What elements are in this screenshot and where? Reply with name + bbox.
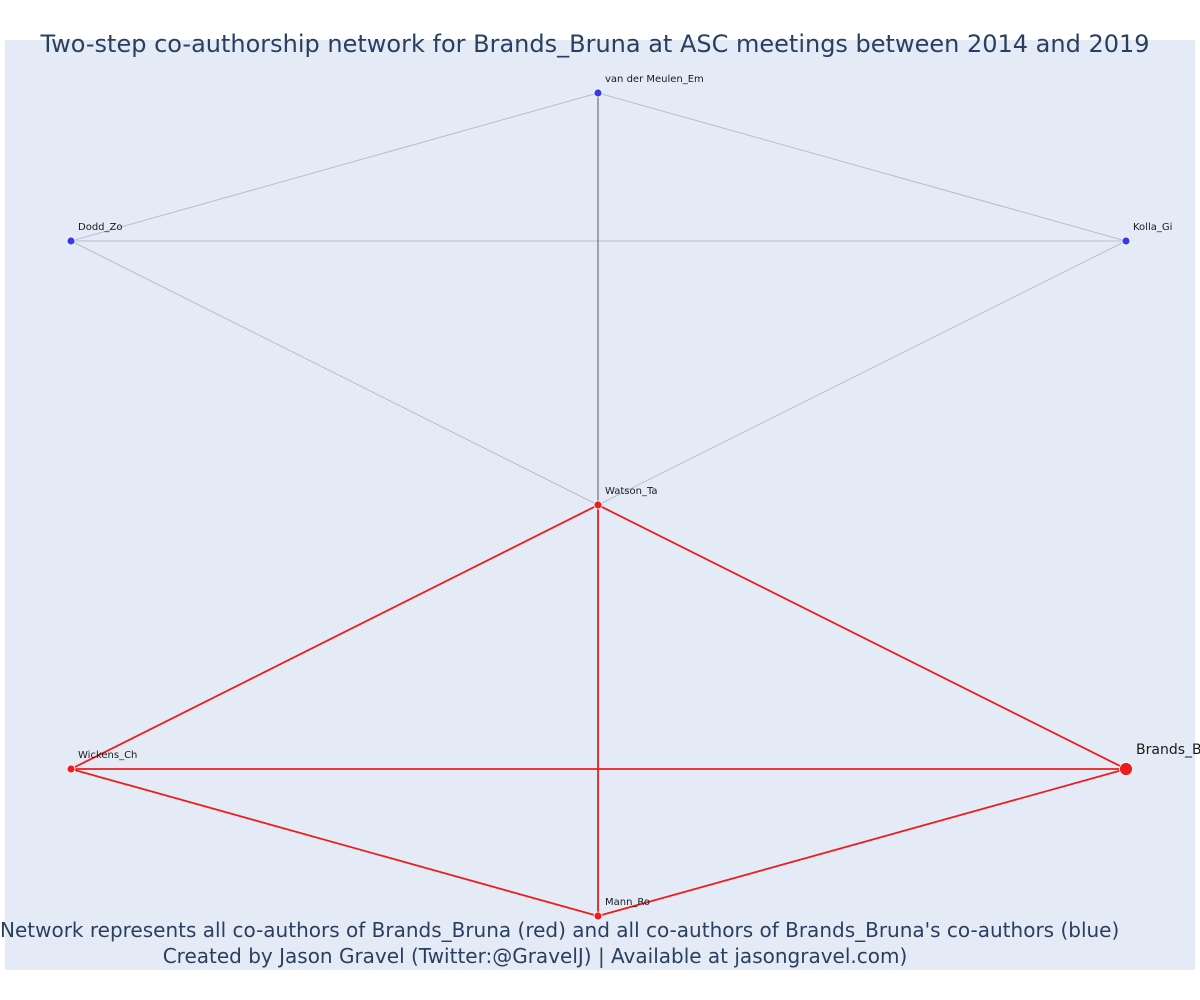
node-label-dodd: Dodd_Zo	[78, 222, 122, 233]
caption-line-1: Network represents all co-authors of Bra…	[0, 918, 1120, 942]
edge-van_der_meulen-kolla	[597, 92, 1127, 242]
node-label-brands: Brands_Bruna	[1136, 742, 1200, 758]
edge-van_der_meulen-dodd	[70, 92, 599, 242]
node-watson[interactable]	[593, 500, 603, 510]
edge-watson-brands	[597, 504, 1127, 770]
edge-dodd-watson	[70, 240, 599, 506]
edge-wickens-mann	[70, 768, 599, 917]
node-label-van_der_meulen: van der Meulen_Em	[605, 74, 704, 85]
node-label-wickens: Wickens_Ch	[78, 750, 137, 761]
node-label-kolla: Kolla_Gi	[1133, 222, 1172, 233]
caption-line-2: Created by Jason Gravel (Twitter:@Gravel…	[162, 944, 908, 968]
edge-watson-wickens	[70, 504, 599, 770]
node-mann[interactable]	[593, 911, 603, 921]
node-dodd[interactable]	[66, 236, 76, 246]
edge-mann-brands	[597, 768, 1127, 917]
edge-kolla-watson	[597, 240, 1127, 506]
node-van_der_meulen[interactable]	[593, 88, 603, 98]
node-brands[interactable]	[1119, 762, 1133, 776]
node-label-mann: Mann_Ro	[605, 897, 650, 908]
nodes-layer	[66, 88, 1133, 921]
node-kolla[interactable]	[1121, 236, 1131, 246]
edges-layer	[70, 92, 1127, 917]
chart-title: Two-step co-authorship network for Brand…	[40, 30, 1150, 58]
node-wickens[interactable]	[66, 764, 76, 774]
node-label-watson: Watson_Ta	[605, 486, 658, 497]
